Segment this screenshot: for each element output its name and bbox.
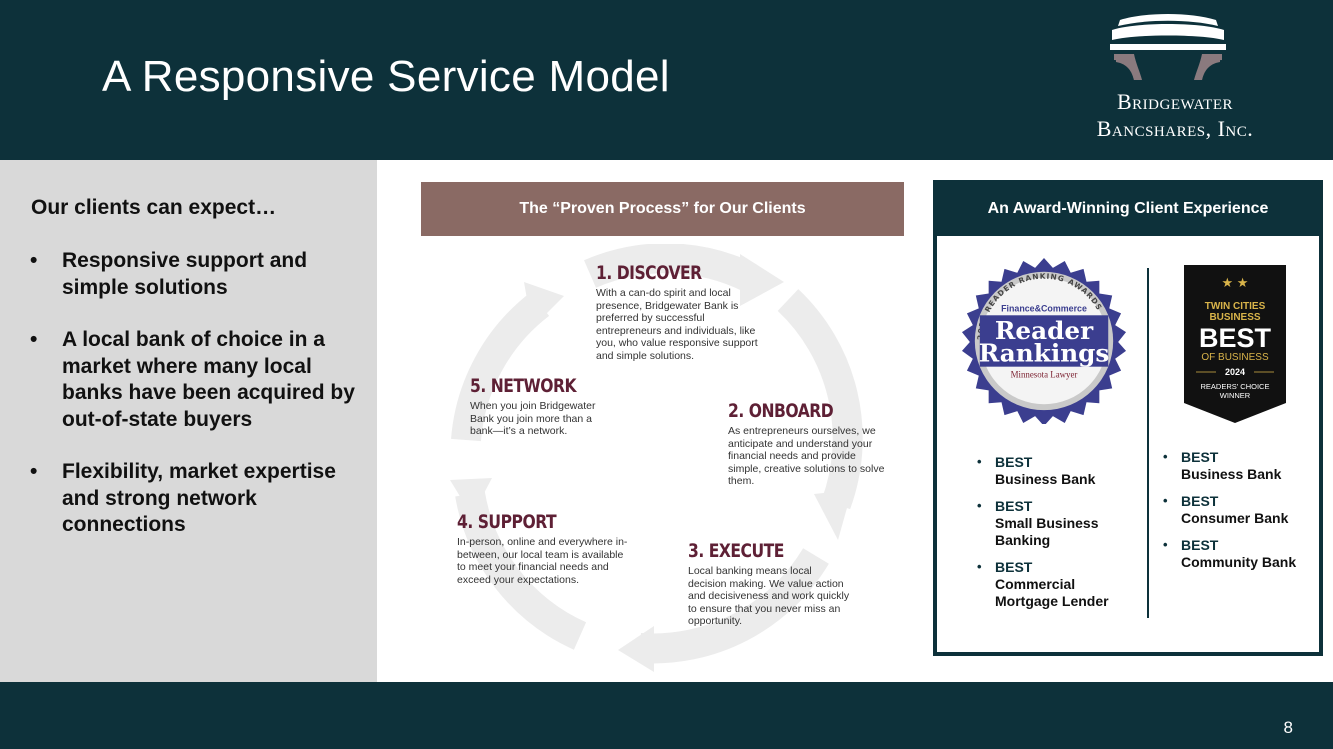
step-discover: 1. DISCOVER With a can-do spirit and loc…: [596, 262, 761, 363]
step-support: 4. SUPPORT In-person, online and everywh…: [457, 511, 632, 586]
step-body: Local banking means local decision makin…: [688, 565, 850, 628]
bridge-logo-icon: [1110, 14, 1226, 80]
awards-heading: An Award-Winning Client Experience: [987, 200, 1269, 217]
bullet-icon: •: [977, 559, 982, 574]
badge-line-6: WINNER: [1220, 391, 1251, 400]
award-head: BEST: [1181, 537, 1219, 553]
bullet-icon: •: [30, 460, 38, 483]
badge-title-1: Reader: [995, 316, 1094, 345]
logo-line-2: Bancshares, Inc.: [1096, 116, 1254, 141]
slide-title: A Responsive Service Model: [102, 52, 670, 101]
award-sub: Consumer Bank: [1181, 510, 1289, 526]
award-head: BEST: [995, 454, 1033, 470]
badge-line-1: TWIN CITIES: [1205, 301, 1266, 312]
step-title: 3. EXECUTE: [688, 540, 784, 562]
badge-line-4: OF BUSINESS: [1201, 352, 1269, 363]
awards-divider: [1147, 268, 1149, 618]
step-title: 5. NETWORK: [470, 375, 577, 397]
list-item-text: Responsive support and simple solutions: [62, 249, 308, 299]
badge-line-5: READERS' CHOICE: [1201, 382, 1270, 391]
list-item: • BEST Consumer Bank: [1163, 493, 1313, 527]
reader-rankings-badge-icon: 2024 READER RANKING AWARDS Finance&Comme…: [961, 257, 1127, 424]
svg-text:★ ★: ★ ★: [1222, 275, 1249, 290]
award-sub: Commercial Mortgage Lender: [995, 576, 1109, 609]
step-title: 4. SUPPORT: [457, 511, 557, 533]
list-item: • BEST Small Business Banking: [977, 498, 1137, 549]
bullet-icon: •: [1163, 537, 1168, 552]
footer-bar: 8: [0, 682, 1333, 749]
badge-line-2: BUSINESS: [1209, 312, 1260, 323]
award-head: BEST: [1181, 449, 1219, 465]
step-body: When you join Bridgewater Bank you join …: [470, 400, 596, 438]
step-onboard: 2. ONBOARD As entrepreneurs ourselves, w…: [728, 400, 888, 488]
badge-line-3: BEST: [1199, 323, 1272, 353]
list-item: • BEST Business Bank: [1163, 449, 1313, 483]
bullet-icon: •: [30, 249, 38, 272]
logo-line-1: Bridgewater: [1117, 89, 1233, 114]
bullet-icon: •: [977, 454, 982, 469]
badge-subpublisher: Minnesota Lawyer: [1011, 370, 1078, 380]
badge-title-2: Rankings: [979, 339, 1110, 368]
cycle-arrows-icon: [450, 244, 863, 672]
expectations-heading: Our clients can expect…: [31, 196, 277, 219]
step-title: 1. DISCOVER: [596, 262, 702, 284]
company-logo-text: Bridgewater Bancshares, Inc.: [1040, 88, 1310, 142]
best-of-business-badge-icon: ★ ★ TWIN CITIES BUSINESS BEST OF BUSINES…: [1184, 265, 1286, 423]
list-item: • BEST Business Bank: [977, 454, 1137, 488]
bullet-icon: •: [1163, 493, 1168, 508]
list-item: • BEST Commercial Mortgage Lender: [977, 559, 1137, 610]
expectations-panel: Our clients can expect… • Responsive supp…: [0, 160, 377, 682]
awards-content: 2024 READER RANKING AWARDS Finance&Comme…: [937, 236, 1319, 652]
badge-year: 2024: [1225, 367, 1245, 377]
awards-panel: An Award-Winning Client Experience 2024 …: [933, 180, 1323, 656]
award-head: BEST: [995, 498, 1033, 514]
list-item: • BEST Community Bank: [1163, 537, 1313, 571]
award-head: BEST: [995, 559, 1033, 575]
expectations-list: • Responsive support and simple solutions…: [30, 248, 360, 565]
step-network: 5. NETWORK When you join Bridgewater Ban…: [470, 375, 615, 438]
award-sub: Business Bank: [1181, 466, 1282, 482]
bullet-icon: •: [977, 498, 982, 513]
list-item: • A local bank of choice in a market wher…: [30, 327, 360, 433]
awards-list-left: • BEST Business Bank • BEST Small Busine…: [977, 454, 1137, 620]
bullet-icon: •: [30, 328, 38, 351]
header-bar: A Responsive Service Model Bridgewater B…: [0, 0, 1333, 160]
process-banner: The “Proven Process” for Our Clients: [421, 182, 904, 236]
award-head: BEST: [1181, 493, 1219, 509]
list-item: • Flexibility, market expertise and stron…: [30, 459, 360, 539]
badge-publisher: Finance&Commerce: [1001, 303, 1087, 313]
step-body: As entrepreneurs ourselves, we anticipat…: [728, 425, 885, 488]
award-sub: Community Bank: [1181, 554, 1297, 570]
step-body: In-person, online and everywhere in-betw…: [457, 536, 628, 586]
step-title: 2. ONBOARD: [728, 400, 834, 422]
list-item-text: A local bank of choice in a market where…: [62, 328, 355, 431]
awards-list-right: • BEST Business Bank • BEST Consumer Ban…: [1163, 449, 1313, 581]
step-body: With a can-do spirit and local presence,…: [596, 287, 758, 362]
step-execute: 3. EXECUTE Local banking means local dec…: [688, 540, 850, 628]
page-number: 8: [1283, 718, 1293, 737]
award-sub: Business Bank: [995, 471, 1096, 487]
bullet-icon: •: [1163, 449, 1168, 464]
list-item: • Responsive support and simple solutions: [30, 248, 360, 301]
list-item-text: Flexibility, market expertise and strong…: [62, 460, 336, 536]
award-sub: Small Business Banking: [995, 515, 1099, 548]
